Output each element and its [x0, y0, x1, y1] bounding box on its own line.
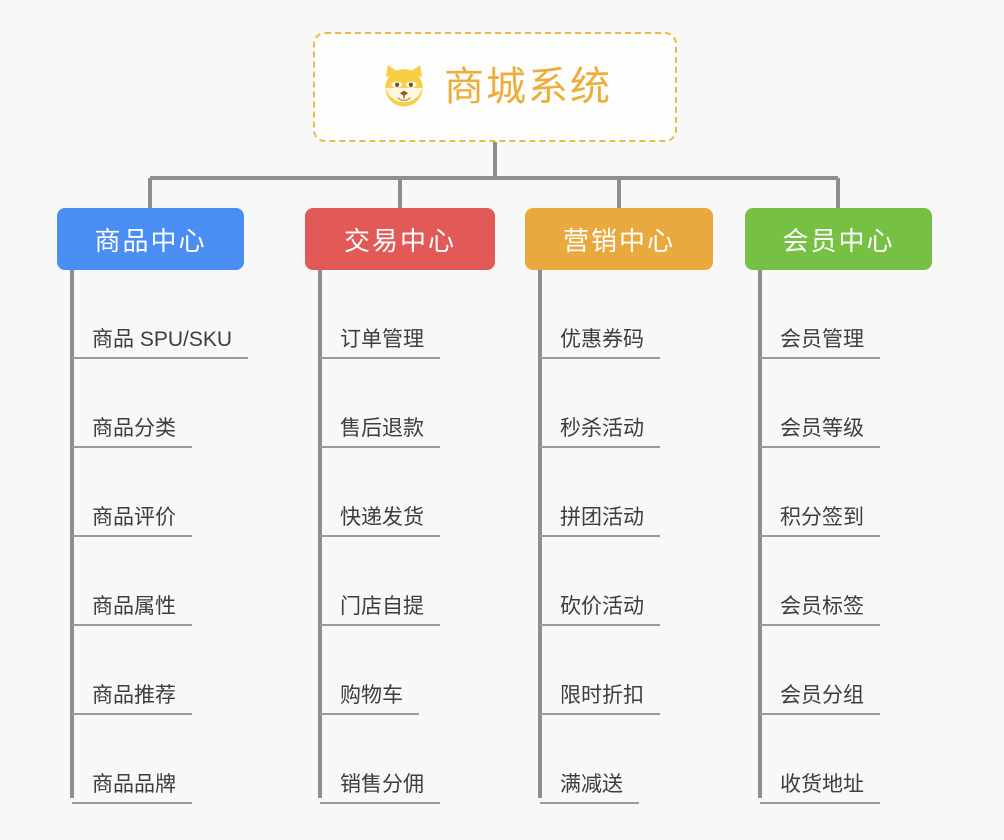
category-label: 营销中心	[562, 225, 675, 256]
leaf-label: 销售分佣	[320, 773, 440, 804]
leaf-item[interactable]: 商品分类	[72, 359, 259, 448]
category-box-trade-center[interactable]: 交易中心	[305, 208, 495, 270]
category-label: 商品中心	[94, 225, 207, 256]
leaf-label: 秒杀活动	[540, 417, 660, 448]
leaf-list-member-center: 会员管理 会员等级 积分签到 会员标签 会员分组 收货地址	[760, 270, 947, 804]
leaf-item[interactable]: 门店自提	[320, 537, 510, 626]
leaf-item[interactable]: 订单管理	[320, 270, 510, 359]
leaf-item[interactable]: 售后退款	[320, 359, 510, 448]
leaf-item[interactable]: 会员管理	[760, 270, 947, 359]
leaf-label: 拼团活动	[540, 506, 660, 537]
leaf-label: 会员管理	[760, 328, 880, 359]
leaf-item[interactable]: 满减送	[540, 715, 728, 804]
branch-column-product-center: 商品中心 商品 SPU/SKU 商品分类 商品评价 商品属性 商品推荐 商品品牌	[57, 208, 249, 804]
leaf-label: 商品属性	[72, 595, 192, 626]
leaf-item[interactable]: 积分签到	[760, 448, 947, 537]
leaf-item[interactable]: 会员标签	[760, 537, 947, 626]
leaf-label: 优惠券码	[540, 328, 660, 359]
leaf-label: 购物车	[320, 684, 419, 715]
leaf-label: 限时折扣	[540, 684, 660, 715]
category-box-marketing-center[interactable]: 营销中心	[525, 208, 713, 270]
shiba-dog-icon	[378, 61, 430, 113]
category-box-member-center[interactable]: 会员中心	[745, 208, 932, 270]
leaf-item[interactable]: 砍价活动	[540, 537, 728, 626]
leaf-item[interactable]: 商品品牌	[72, 715, 259, 804]
leaf-label: 会员等级	[760, 417, 880, 448]
leaf-list-marketing-center: 优惠券码 秒杀活动 拼团活动 砍价活动 限时折扣 满减送	[540, 270, 728, 804]
leaf-label: 砍价活动	[540, 595, 660, 626]
branch-column-trade-center: 交易中心 订单管理 售后退款 快递发货 门店自提 购物车 销售分佣	[305, 208, 495, 804]
branch-column-marketing-center: 营销中心 优惠券码 秒杀活动 拼团活动 砍价活动 限时折扣 满减送	[525, 208, 713, 804]
leaf-item[interactable]: 收货地址	[760, 715, 947, 804]
leaf-list-trade-center: 订单管理 售后退款 快递发货 门店自提 购物车 销售分佣	[320, 270, 510, 804]
leaf-label: 快递发货	[320, 506, 440, 537]
leaf-item[interactable]: 限时折扣	[540, 626, 728, 715]
leaf-item[interactable]: 秒杀活动	[540, 359, 728, 448]
leaf-item[interactable]: 商品 SPU/SKU	[72, 270, 259, 359]
leaf-item[interactable]: 商品属性	[72, 537, 259, 626]
leaf-label: 收货地址	[760, 773, 880, 804]
leaf-label: 商品品牌	[72, 773, 192, 804]
leaf-label: 商品推荐	[72, 684, 192, 715]
category-label: 会员中心	[782, 225, 895, 256]
leaf-item[interactable]: 会员等级	[760, 359, 947, 448]
leaf-item[interactable]: 商品推荐	[72, 626, 259, 715]
root-node[interactable]: 商城系统	[313, 32, 677, 142]
leaf-item[interactable]: 商品评价	[72, 448, 259, 537]
leaf-label: 订单管理	[320, 328, 440, 359]
leaf-label: 积分签到	[760, 506, 880, 537]
leaf-label: 会员标签	[760, 595, 880, 626]
leaf-item[interactable]: 会员分组	[760, 626, 947, 715]
leaf-label: 售后退款	[320, 417, 440, 448]
leaf-label: 商品评价	[72, 506, 192, 537]
leaf-item[interactable]: 销售分佣	[320, 715, 510, 804]
leaf-label: 满减送	[540, 773, 639, 804]
leaf-label: 门店自提	[320, 595, 440, 626]
leaf-list-product-center: 商品 SPU/SKU 商品分类 商品评价 商品属性 商品推荐 商品品牌	[72, 270, 259, 804]
leaf-label: 会员分组	[760, 684, 880, 715]
leaf-item[interactable]: 购物车	[320, 626, 510, 715]
leaf-label: 商品分类	[72, 417, 192, 448]
leaf-item[interactable]: 拼团活动	[540, 448, 728, 537]
leaf-item[interactable]: 优惠券码	[540, 270, 728, 359]
root-title: 商城系统	[444, 65, 612, 109]
leaf-item[interactable]: 快递发货	[320, 448, 510, 537]
leaf-label: 商品 SPU/SKU	[72, 328, 249, 359]
category-box-product-center[interactable]: 商品中心	[57, 208, 244, 270]
branch-column-member-center: 会员中心 会员管理 会员等级 积分签到 会员标签 会员分组 收货地址	[745, 208, 932, 804]
category-label: 交易中心	[343, 225, 456, 256]
